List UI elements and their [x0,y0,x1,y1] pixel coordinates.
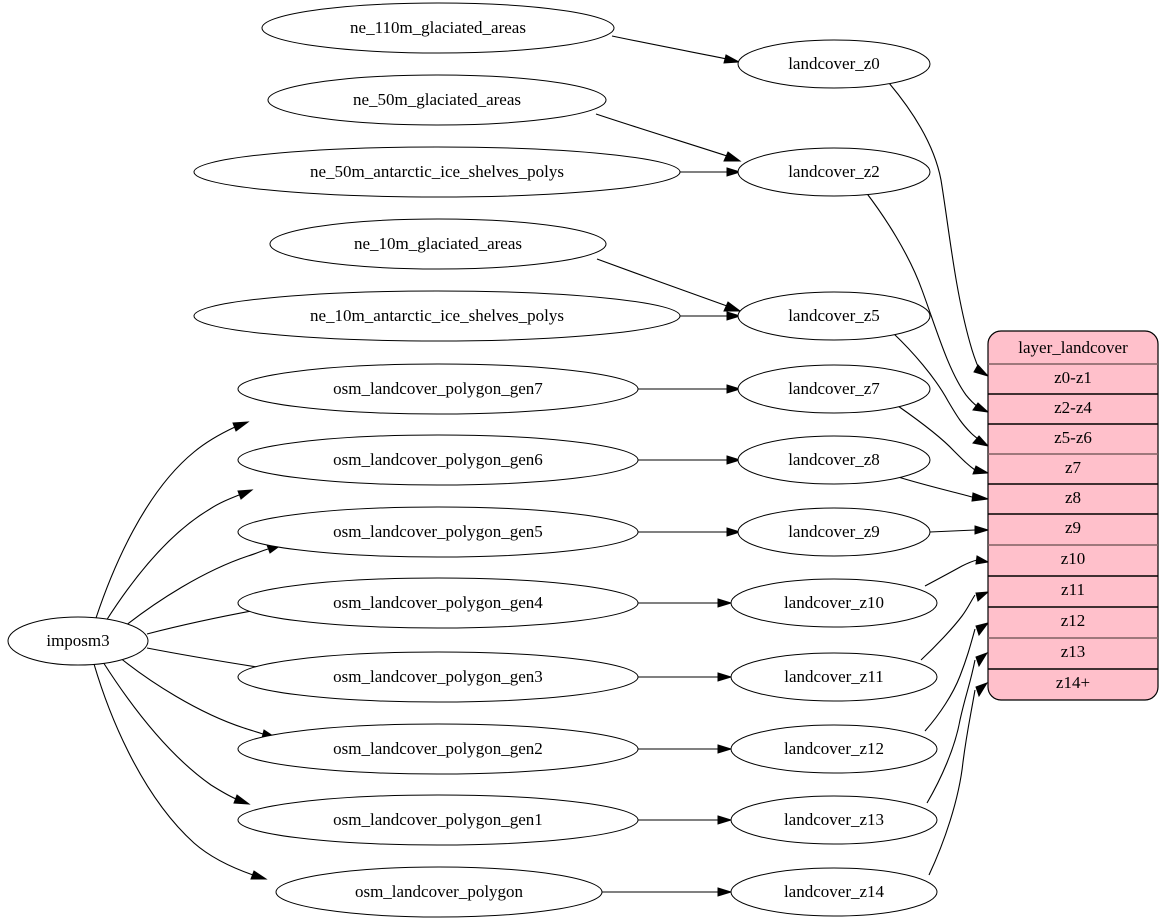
node-label: landcover_z8 [788,450,880,469]
node-label: osm_landcover_polygon_gen6 [333,450,543,469]
node-osm-landcover-polygon-gen6[interactable]: osm_landcover_polygon_gen6 [237,434,639,486]
node-osm-landcover-polygon-gen1[interactable]: osm_landcover_polygon_gen1 [237,794,639,846]
node-label: ne_50m_antarctic_ice_shelves_polys [310,162,564,181]
edge-ne110m-to-z0 [611,35,741,64]
node-landcover-z14[interactable]: landcover_z14 [730,867,938,917]
node-ne-50m-antarctic-ice-shelves-polys[interactable]: ne_50m_antarctic_ice_shelves_polys [193,146,681,198]
table-row-z10[interactable]: z10 [1061,549,1086,568]
edge-z10-to-row-z10 [924,555,990,587]
edge-z11-to-row-z11 [920,591,990,661]
edge-z7-to-row-z7 [897,405,990,475]
osm-node-group: osm_landcover_polygon_gen7 osm_landcover… [237,363,639,918]
edge-gen4-to-z10 [637,598,733,608]
edge-imposm3-to-polygon [93,663,268,880]
table-row-z2z4[interactable]: z2-z4 [1054,398,1092,417]
node-label: osm_landcover_polygon [355,882,524,901]
edge-gen1-to-z13 [637,815,733,825]
table-row-z14plus[interactable]: z14+ [1056,673,1090,692]
node-label: landcover_z12 [784,739,884,758]
node-landcover-z7[interactable]: landcover_z7 [737,364,931,414]
edge-imposm3-to-gen1 [102,661,251,805]
node-label: osm_landcover_polygon_gen5 [333,522,543,541]
node-label: landcover_z10 [784,593,884,612]
node-osm-landcover-polygon[interactable]: osm_landcover_polygon [275,866,603,918]
table-row-z7[interactable]: z7 [1065,458,1082,477]
node-landcover-z5[interactable]: landcover_z5 [737,291,931,341]
table-row-z0z1[interactable]: z0-z1 [1054,368,1092,387]
edge-ne50mant-to-z2 [680,167,742,177]
edge-z0-to-row-z0z1 [888,82,990,377]
layer-landcover-table[interactable]: layer_landcover z0-z1 z2-z4 z5-z6 z7 z8 … [987,330,1159,701]
node-landcover-z10[interactable]: landcover_z10 [730,578,938,628]
node-ne-50m-glaciated-areas[interactable]: ne_50m_glaciated_areas [267,74,607,126]
edge-ne50mglac-to-z2 [595,113,742,162]
edge-gen5-to-z9 [637,527,742,537]
edge-z9-to-row-z9 [929,525,990,535]
table-row-z12[interactable]: z12 [1061,611,1086,630]
node-imposm3[interactable]: imposm3 [7,616,149,666]
node-label: ne_110m_glaciated_areas [350,18,526,37]
node-label: landcover_z0 [788,54,880,73]
node-label: landcover_z7 [788,379,880,398]
table-row-z13[interactable]: z13 [1061,642,1086,661]
natural-earth-node-group: ne_110m_glaciated_areas ne_50m_glaciated… [193,2,681,342]
edge-z8-to-row-z8 [894,475,989,502]
edge-z12-to-row-z12 [924,622,990,732]
node-landcover-z0[interactable]: landcover_z0 [737,39,931,89]
edge-layer [93,35,990,897]
edge-z5-to-row-z5z6 [892,332,990,447]
node-label: landcover_z5 [788,306,880,325]
node-label: osm_landcover_polygon_gen2 [333,739,543,758]
node-label: osm_landcover_polygon_gen1 [333,810,543,829]
node-label: osm_landcover_polygon_gen3 [333,667,543,686]
node-landcover-z9[interactable]: landcover_z9 [737,507,931,557]
node-landcover-z13[interactable]: landcover_z13 [730,795,938,845]
edge-ne10mant-to-z5 [680,311,742,321]
edge-z13-to-row-z13 [926,652,989,804]
node-ne-10m-glaciated-areas[interactable]: ne_10m_glaciated_areas [269,218,607,270]
node-label: ne_10m_antarctic_ice_shelves_polys [310,306,564,325]
table-row-z8[interactable]: z8 [1065,488,1081,507]
node-ne-110m-glaciated-areas[interactable]: ne_110m_glaciated_areas [261,2,615,54]
node-landcover-z8[interactable]: landcover_z8 [737,435,931,485]
edge-z14-to-row-z14plus [928,682,989,876]
node-osm-landcover-polygon-gen5[interactable]: osm_landcover_polygon_gen5 [237,506,639,558]
edge-z2-to-row-z2z4 [864,190,990,413]
edge-gen3-to-z11 [637,672,733,682]
node-label: osm_landcover_polygon_gen4 [333,593,543,612]
edge-polygon-to-z14 [602,887,733,897]
node-label: landcover_z14 [784,882,885,901]
table-header-label: layer_landcover [1018,338,1128,357]
edge-gen2-to-z12 [637,744,733,754]
node-label: landcover_z11 [784,667,883,686]
node-landcover-z12[interactable]: landcover_z12 [730,724,938,774]
landcover-node-group: landcover_z0 landcover_z2 landcover_z5 l… [730,39,938,917]
node-osm-landcover-polygon-gen2[interactable]: osm_landcover_polygon_gen2 [237,723,639,775]
table-row-z11[interactable]: z11 [1061,580,1085,599]
node-landcover-z11[interactable]: landcover_z11 [730,652,938,702]
edge-ne10mglac-to-z5 [596,258,742,312]
table-row-z5z6[interactable]: z5-z6 [1054,428,1092,447]
edge-gen6-to-z8 [637,455,742,465]
node-osm-landcover-polygon-gen7[interactable]: osm_landcover_polygon_gen7 [237,363,639,415]
edge-imposm3-to-gen6 [105,489,254,622]
node-label: landcover_z2 [788,162,880,181]
node-label: ne_50m_glaciated_areas [353,90,521,109]
node-osm-landcover-polygon-gen4[interactable]: osm_landcover_polygon_gen4 [237,577,639,629]
node-label: osm_landcover_polygon_gen7 [333,379,543,398]
node-label: ne_10m_glaciated_areas [354,234,522,253]
node-label: landcover_z9 [788,522,880,541]
node-label: landcover_z13 [784,810,884,829]
edge-imposm3-to-gen7 [95,421,250,619]
node-ne-10m-antarctic-ice-shelves-polys[interactable]: ne_10m_antarctic_ice_shelves_polys [193,290,681,342]
table-row-z9[interactable]: z9 [1065,518,1081,537]
edge-gen7-to-z7 [637,384,742,394]
node-landcover-z2[interactable]: landcover_z2 [737,147,931,197]
node-label: imposm3 [46,631,109,650]
node-osm-landcover-polygon-gen3[interactable]: osm_landcover_polygon_gen3 [237,651,639,703]
